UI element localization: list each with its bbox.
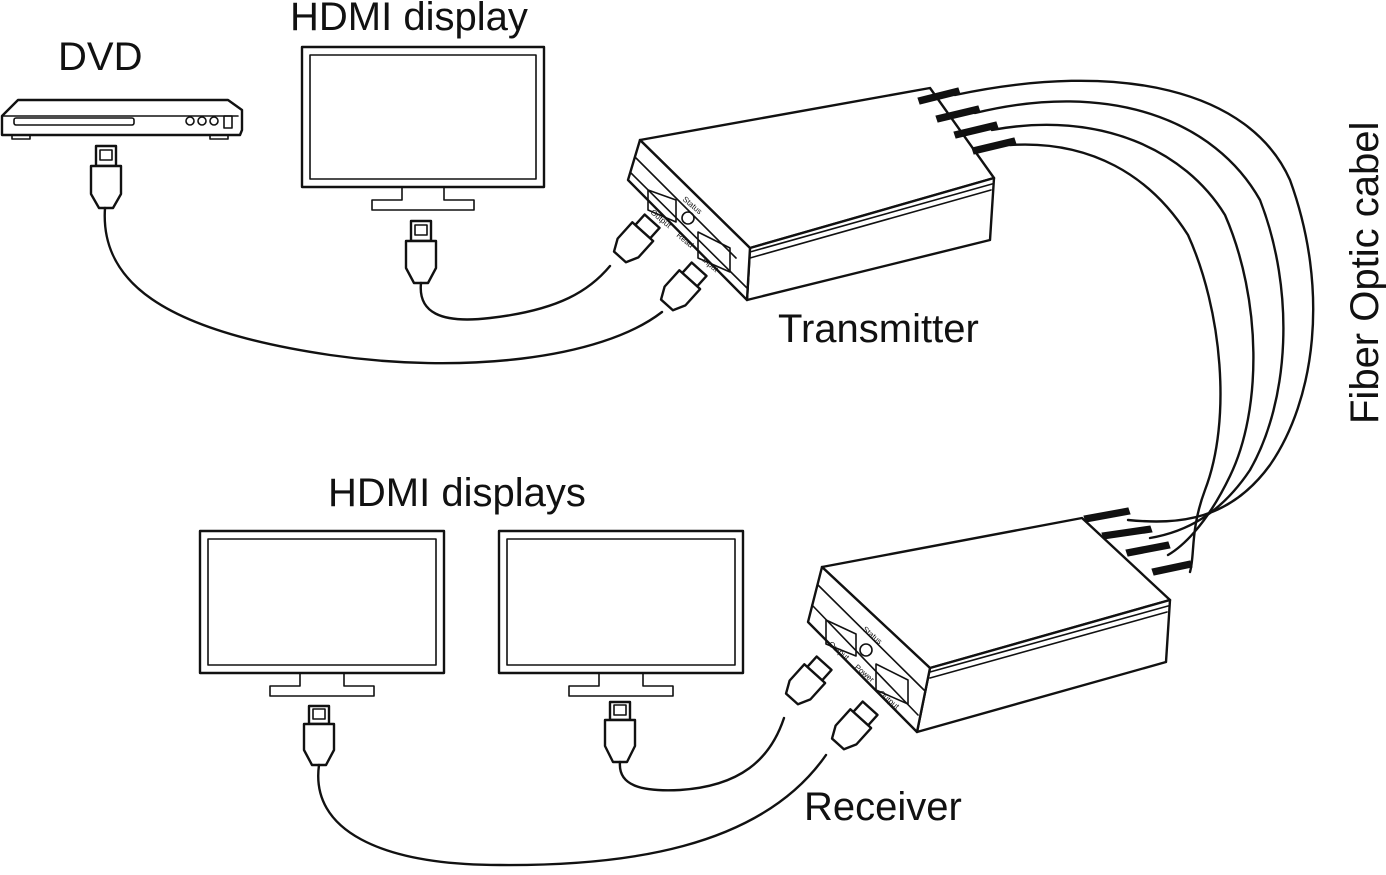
tx-input-plug xyxy=(659,261,708,312)
tx-output-plug xyxy=(612,213,661,264)
dvd-hdmi-plug xyxy=(89,144,123,210)
fiber-cable-label: Fiber Optic cabel xyxy=(1343,122,1386,424)
hdmi-display xyxy=(300,45,546,211)
display-right-hdmi-plug xyxy=(603,700,637,764)
hdmi-display-right xyxy=(497,529,745,697)
receiver-box: Status Output Power Output xyxy=(806,516,1172,734)
transmitter-box: Status Output Read Input xyxy=(626,86,996,302)
hdmi-displays-label: HDMI displays xyxy=(328,471,586,515)
receiver-label: Receiver xyxy=(804,785,962,829)
dvd-player xyxy=(0,98,244,140)
transmitter-to-display-cable xyxy=(419,264,612,321)
display-hdmi-plug xyxy=(404,219,438,285)
hdmi-display-label: HDMI display xyxy=(290,0,528,39)
dvd-label: DVD xyxy=(58,35,142,79)
display-left-hdmi-plug xyxy=(302,704,336,767)
hdmi-display-left xyxy=(198,529,446,697)
dvd-to-transmitter-cable xyxy=(103,206,664,365)
transmitter-label: Transmitter xyxy=(778,307,979,351)
rx-output-plug-right xyxy=(830,700,879,751)
receiver-to-left-display-cable xyxy=(317,753,828,867)
rx-output-plug-left xyxy=(784,655,833,706)
fiber-optic-cables xyxy=(917,79,1315,576)
receiver-to-right-display-cable xyxy=(618,716,786,792)
